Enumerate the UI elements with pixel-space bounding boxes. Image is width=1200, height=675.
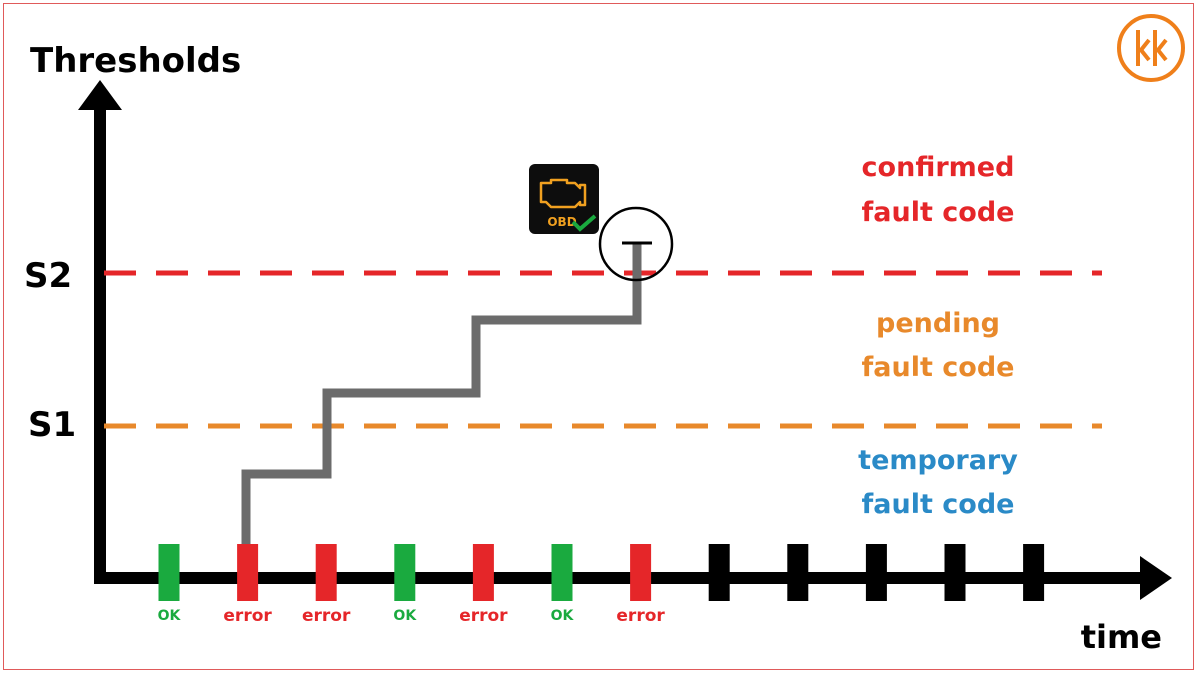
event-marker-12-future [1023,544,1045,601]
confirmed-zone-line1: confirmed [862,152,1015,183]
event-label-3: error [302,606,351,626]
frame-border [3,3,1194,670]
y-axis-title: Thresholds [30,41,241,81]
fault-counter-line [241,244,642,544]
event-label-1: OK [158,608,182,624]
x-axis-title: time [1081,618,1162,656]
event-marker-4-ok [394,544,416,601]
y-axis-arrowhead [78,80,122,110]
event-marker-8-future [708,544,730,601]
temporary-zone-line1: temporary [858,445,1018,476]
event-label-2: error [223,606,272,626]
pending-zone-line1: pending [876,308,1000,339]
x-axis-arrowhead [1140,556,1172,600]
s1-label: S1 [28,405,76,445]
pending-zone-line2: fault code [862,352,1015,383]
obd-text: OBD [547,215,576,229]
temporary-zone-line2: fault code [862,489,1015,520]
confirmed-zone-line2: fault code [862,197,1015,228]
event-marker-2-error [237,544,259,601]
engine-check-icon: OBD [529,164,599,234]
s2-label: S2 [24,256,72,296]
event-label-7: error [616,606,665,626]
event-label-6: OK [551,608,575,624]
event-marker-9-future [787,544,809,601]
event-marker-11-future [944,544,966,601]
event-marker-10-future [865,544,887,601]
event-marker-3-error [315,544,337,601]
event-marker-6-ok [551,544,573,601]
threshold-reached-marker [598,206,674,282]
kk-logo-icon [1117,14,1185,82]
event-marker-7-error [630,544,652,601]
event-marker-5-error [472,544,494,601]
event-markers: OK error error OK error OK error [158,544,1045,626]
checkmark-icon [571,214,597,232]
event-label-5: error [459,606,508,626]
event-marker-1-ok [158,544,180,601]
event-label-4: OK [393,608,417,624]
